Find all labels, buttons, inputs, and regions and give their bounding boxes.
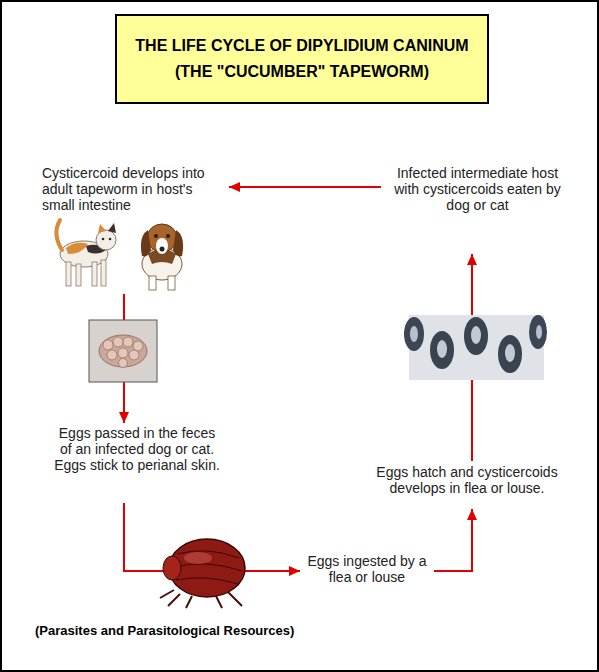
arrow-line: [123, 294, 125, 423]
dog-ear: [173, 230, 183, 256]
cyst-core: [536, 325, 542, 339]
photo-frame: [409, 315, 544, 380]
diagram-title: THE LIFE CYCLE OF DIPYLIDIUM CANINUM (TH…: [125, 33, 479, 85]
cat-head: [96, 230, 116, 250]
cat-leg: [66, 262, 71, 286]
egg: [119, 359, 128, 368]
source-credit: (Parasites and Parasitological Resources…: [35, 623, 294, 638]
dog-ear: [141, 230, 151, 256]
arrow-head: [467, 254, 477, 265]
cysticercoid-micrograph: [404, 315, 547, 380]
cat-leg: [76, 264, 81, 286]
cycle-arrow: [124, 503, 300, 576]
step-text-box: Eggs ingested by a flea or louse: [302, 553, 432, 591]
step-text: Cysticercoid develops into adult tapewor…: [42, 165, 227, 213]
cyst-core: [437, 340, 447, 358]
cycle-arrow: [119, 294, 129, 423]
cycle-arrow: [434, 509, 477, 571]
dog-muzzle: [156, 238, 168, 254]
egg: [118, 348, 128, 358]
dog-nose: [160, 247, 165, 252]
step-text: Infected intermediate host with cysticer…: [385, 165, 570, 213]
cat-ear: [98, 224, 106, 233]
arrow-line: [434, 509, 472, 571]
step-text-box: Cysticercoid develops into adult tapewor…: [42, 165, 227, 294]
step-text: Eggs passed in the feces of an infected …: [52, 425, 222, 473]
egg: [129, 350, 139, 360]
arrow-line: [124, 503, 300, 571]
cat-tail: [56, 220, 62, 250]
cat-illustration: [56, 220, 116, 286]
cyst-wall: [498, 335, 522, 373]
egg: [133, 341, 143, 351]
cyst-wall: [464, 317, 488, 355]
dog-leg: [149, 276, 156, 290]
egg: [103, 340, 113, 350]
cycle-arrow: [467, 254, 477, 461]
cycle-arrow: [229, 182, 381, 192]
step-text-box: Eggs hatch and cysticercoids develops in…: [360, 464, 574, 506]
flea-head: [163, 556, 181, 580]
dog-eye: [166, 234, 170, 238]
cat-ear: [108, 223, 116, 233]
flea-segment: [174, 551, 242, 584]
cyst-wall: [430, 331, 454, 369]
arrow-head: [289, 566, 300, 576]
egg-packet-photo: [89, 320, 157, 382]
step-text: Eggs ingested by a flea or louse: [302, 553, 432, 585]
photo-frame: [89, 320, 157, 382]
cysticercoid: [404, 315, 547, 373]
cyst-wall: [404, 317, 424, 351]
arrow-head: [229, 182, 240, 192]
cyst-core: [505, 344, 515, 362]
dog-eye: [154, 234, 158, 238]
arrow-head: [119, 412, 129, 423]
arrow-line: [471, 254, 473, 461]
egg: [113, 337, 123, 347]
cat-eye: [102, 238, 105, 241]
dog-leg: [168, 276, 175, 290]
arrow-head: [467, 509, 477, 520]
egg: [107, 350, 117, 360]
cyst-wall: [529, 315, 547, 349]
step-text: Eggs hatch and cysticercoids develops in…: [360, 464, 574, 496]
cat-eye: [109, 238, 112, 241]
flea-illustration: [160, 539, 245, 608]
cat-leg: [92, 262, 97, 286]
step-text-box: Eggs passed in the feces of an infected …: [52, 425, 222, 500]
step-text-box: Infected intermediate host with cysticer…: [385, 165, 570, 254]
egg-packet: [99, 335, 147, 367]
arrow-line: [229, 186, 381, 188]
cat-leg: [101, 260, 106, 286]
egg: [123, 337, 133, 347]
cyst-core: [410, 326, 418, 342]
cyst-core: [471, 326, 481, 344]
flea-highlight: [184, 552, 212, 564]
cat-patch: [66, 243, 88, 254]
dog-illustration: [141, 224, 183, 290]
title-box: THE LIFE CYCLE OF DIPYLIDIUM CANINUM (TH…: [115, 14, 489, 104]
